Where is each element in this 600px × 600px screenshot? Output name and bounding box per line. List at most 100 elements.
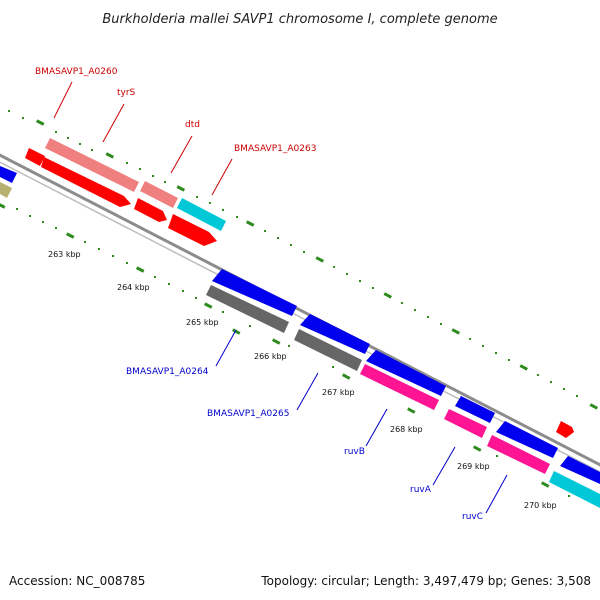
gene-label-a0260[interactable]: BMASAVP1_A0260 xyxy=(35,67,118,77)
tick-dot xyxy=(332,366,334,368)
tick-dot xyxy=(16,208,18,210)
tick-label: 269 kbp xyxy=(457,462,490,471)
tick-major xyxy=(203,302,213,309)
tick-dot xyxy=(79,143,81,145)
leader-line xyxy=(53,81,73,119)
tick-major xyxy=(271,338,281,345)
tick-label: 265 kbp xyxy=(186,318,219,327)
cds-feature-ruvB-blue[interactable] xyxy=(366,350,446,396)
tick-dot xyxy=(508,359,510,361)
tick-dot xyxy=(277,237,279,239)
tick-dot xyxy=(8,110,10,112)
leader-line xyxy=(432,446,456,486)
forward-labels: BMASAVP1_A0260 tyrS dtd BMASAVP1_A0263 xyxy=(35,67,316,196)
tick-major xyxy=(231,328,241,335)
tick-dot xyxy=(55,131,57,133)
leader-line xyxy=(296,372,319,411)
cds-feature-ruvA-pink[interactable] xyxy=(444,409,487,438)
tick-dot xyxy=(126,262,128,264)
tick-dot xyxy=(264,230,266,232)
tick-dot xyxy=(222,311,224,313)
cds-feature-right-blue[interactable] xyxy=(560,456,600,484)
tick-dot xyxy=(469,338,471,340)
leader-line xyxy=(365,408,388,447)
tick-dot xyxy=(22,117,24,119)
leader-line xyxy=(211,158,233,196)
tick-dot xyxy=(563,388,565,390)
tick-major xyxy=(65,232,75,239)
cds-feature-right-red[interactable] xyxy=(556,421,574,438)
gene-feature-dtd-pink[interactable] xyxy=(140,181,178,208)
tick-major xyxy=(176,185,186,192)
cds-feature-ruvC-pink[interactable] xyxy=(487,435,550,474)
tick-dot xyxy=(249,325,251,327)
tick-major xyxy=(451,328,461,335)
gene-label-a0263[interactable]: BMASAVP1_A0263 xyxy=(234,144,316,154)
tick-dot xyxy=(91,149,93,151)
tick-dot xyxy=(67,137,69,139)
gene-label-a0265[interactable]: BMASAVP1_A0265 xyxy=(207,409,289,419)
gene-label-tyrS[interactable]: tyrS xyxy=(117,88,136,98)
tick-dot xyxy=(164,181,166,183)
gene-feature-a0265-grey[interactable] xyxy=(294,329,362,371)
tick-label: 270 kbp xyxy=(524,501,557,510)
tick-dot xyxy=(576,395,578,397)
cds-feature-tyrS[interactable] xyxy=(41,157,131,207)
gene-label-ruvA[interactable]: ruvA xyxy=(410,485,432,495)
tick-dot xyxy=(440,323,442,325)
tick-label: 266 kbp xyxy=(254,352,287,361)
cds-feature-a0264-blue[interactable] xyxy=(212,269,297,316)
gene-label-dtd[interactable]: dtd xyxy=(185,120,200,130)
tick-dot xyxy=(346,273,348,275)
tick-dot xyxy=(537,374,539,376)
tick-dot xyxy=(496,455,498,457)
tick-dot xyxy=(182,290,184,292)
tick-dot xyxy=(42,221,44,223)
tick-major xyxy=(135,266,145,273)
tick-dot xyxy=(359,280,361,282)
reverse-labels: BMASAVP1_A0264 BMASAVP1_A0265 ruvB ruvA … xyxy=(126,329,508,522)
tick-dot xyxy=(195,297,197,299)
cds-feature-ruvB-pink[interactable] xyxy=(360,364,439,410)
tick-dot xyxy=(568,495,570,497)
gene-label-ruvB[interactable]: ruvB xyxy=(344,447,365,457)
cds-feature-ruvA-blue[interactable] xyxy=(455,396,495,423)
tick-dot xyxy=(288,345,290,347)
cds-feature-left-blue[interactable] xyxy=(0,166,17,183)
tick-dot xyxy=(209,202,211,204)
reverse-features xyxy=(206,269,600,508)
leader-line xyxy=(170,135,193,174)
tick-major xyxy=(35,119,45,126)
tick-dot xyxy=(333,266,335,268)
cds-feature-a0265-blue[interactable] xyxy=(300,314,370,354)
tick-label: 268 kbp xyxy=(390,425,423,434)
tick-dot xyxy=(414,309,416,311)
cds-feature-dtd[interactable] xyxy=(134,198,167,222)
gene-feature-a0264-grey[interactable] xyxy=(206,285,289,333)
gene-feature-a0260-pink[interactable] xyxy=(45,138,139,192)
gene-label-ruvC[interactable]: ruvC xyxy=(462,512,483,522)
tick-dot xyxy=(84,241,86,243)
gene-label-a0264[interactable]: BMASAVP1_A0264 xyxy=(126,367,209,377)
tick-major xyxy=(589,403,599,410)
leader-line xyxy=(215,329,237,367)
tick-major xyxy=(383,292,393,299)
cds-feature-a0263-cyan[interactable] xyxy=(177,198,226,231)
tick-major xyxy=(406,407,416,414)
page-title: Burkholderia mallei SAVP1 chromosome I, … xyxy=(102,12,497,27)
cds-feature-ruvC-blue[interactable] xyxy=(496,421,558,458)
forward-features xyxy=(0,138,574,438)
tick-dot xyxy=(427,316,429,318)
inner-ticks xyxy=(0,202,570,497)
cds-feature-a0263-red[interactable] xyxy=(168,214,217,246)
cds-feature-left-olive[interactable] xyxy=(0,182,12,198)
cds-feature-a0260[interactable] xyxy=(25,148,45,166)
leader-line xyxy=(102,103,125,143)
tick-major xyxy=(0,202,6,209)
cds-feature-right-cyan[interactable] xyxy=(549,471,600,508)
tick-dot xyxy=(139,168,141,170)
tick-dot xyxy=(495,352,497,354)
tick-major xyxy=(519,364,529,371)
backbone-line-outer xyxy=(0,153,600,467)
tick-major xyxy=(472,445,482,452)
